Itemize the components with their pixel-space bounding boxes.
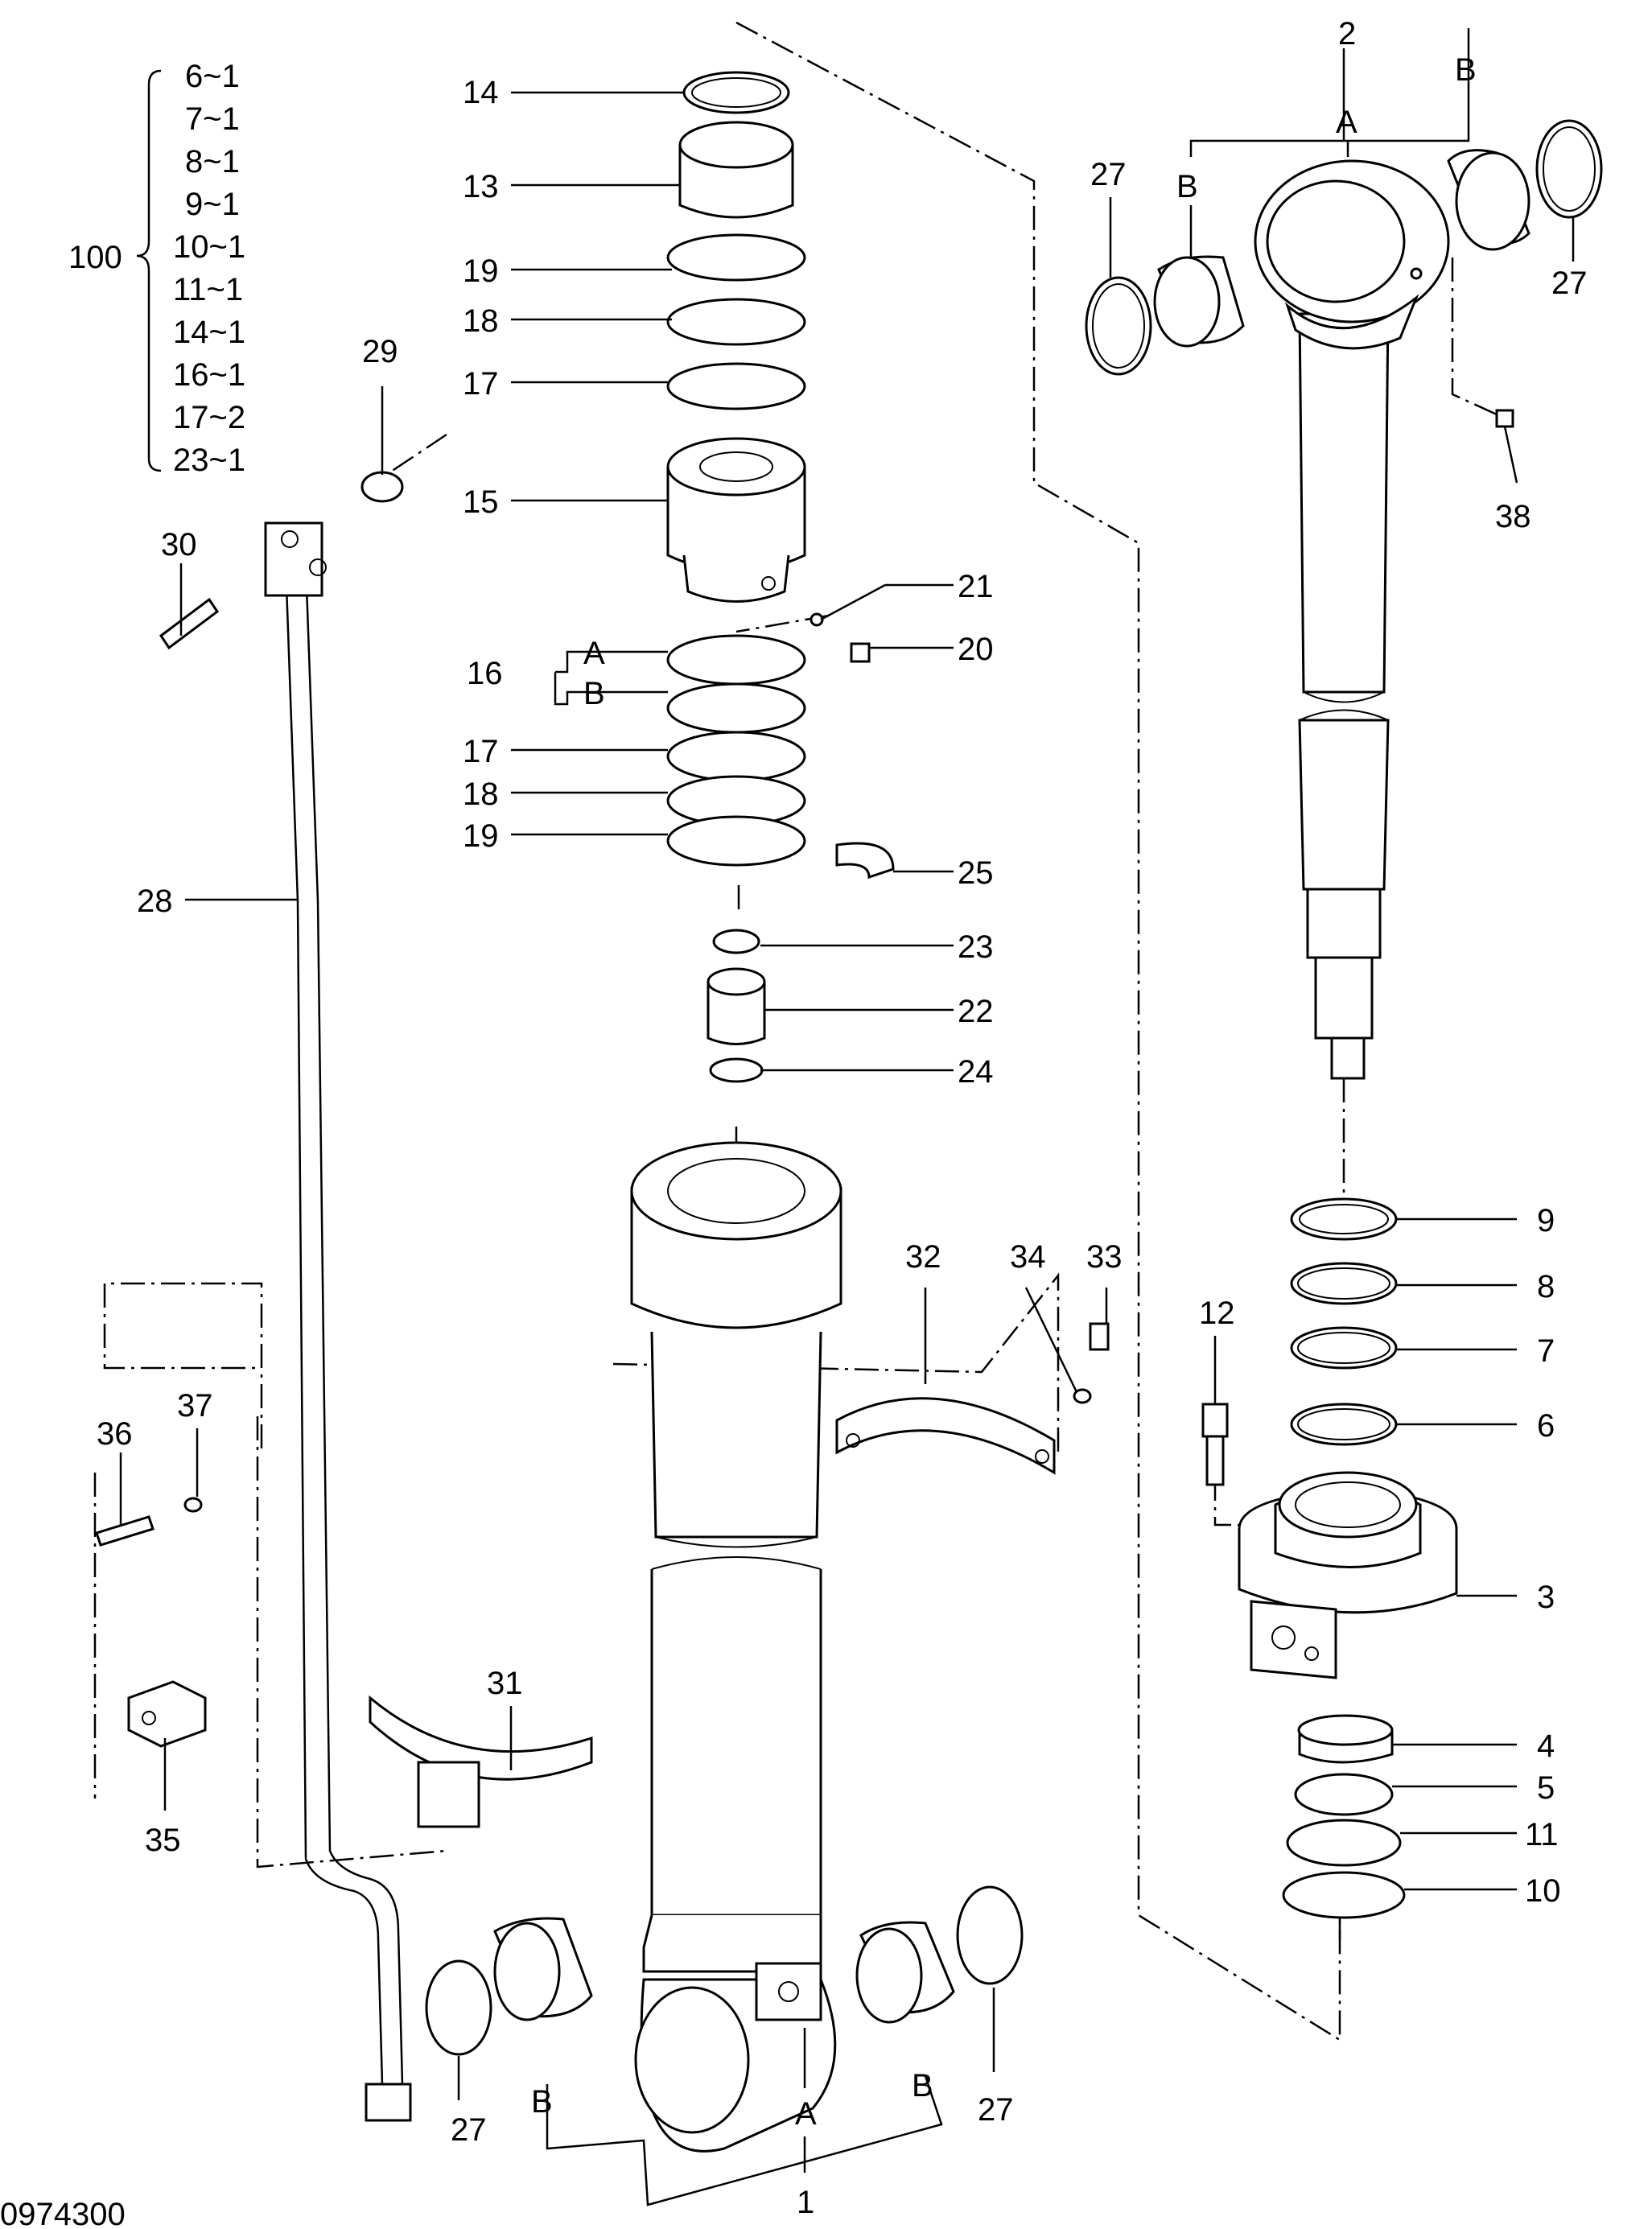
- kit-entry: 7~1: [185, 101, 240, 137]
- head-bolt: [1201, 1403, 1229, 1486]
- bolt-30: [159, 597, 220, 650]
- kit-entry: 23~1: [173, 443, 245, 478]
- eye-seal-right: [1535, 119, 1603, 219]
- kit-entry: 17~2: [173, 400, 245, 435]
- callout-7: 7: [1537, 1333, 1555, 1369]
- callout-18: 18: [463, 303, 499, 339]
- callout-19: 19: [463, 253, 499, 289]
- callout-3: 3: [1537, 1580, 1555, 1615]
- drawing-number: 0974300: [0, 2197, 126, 2229]
- callout-b-bottom-left: B: [531, 2084, 553, 2120]
- bottom-bushings: [425, 1885, 1024, 2056]
- callout-b-bottom-right: B: [912, 2068, 933, 2103]
- callout-30: 30: [161, 527, 197, 562]
- block-35: [127, 1680, 207, 1748]
- rod-eye: [1254, 159, 1450, 350]
- pipe: [264, 471, 412, 2122]
- callout-6: 6: [1537, 1408, 1555, 1444]
- grease-fitting: [1495, 409, 1514, 428]
- kit-entry: 6~1: [185, 59, 240, 94]
- kit-list: 100 6~1 7~1 8~1 9~1 10~1 11~1 14~1 16~1 …: [68, 59, 245, 478]
- callout-2b-right: B: [1455, 52, 1477, 88]
- callout-27-right: 27: [1551, 266, 1588, 301]
- cylinder-tube: [630, 1141, 842, 2153]
- callout-27-left: 27: [1090, 157, 1127, 192]
- piston-rod: [1298, 312, 1390, 1080]
- callout-20: 20: [958, 632, 994, 667]
- callout-19: 19: [463, 818, 499, 854]
- callout-34: 34: [1010, 1239, 1046, 1275]
- callout-11: 11: [1525, 1817, 1559, 1852]
- callout-25: 25: [958, 855, 994, 891]
- callout-9: 9: [1537, 1203, 1555, 1238]
- right-lower-stack: [1282, 1714, 1406, 1919]
- kit-entry: 11~1: [173, 272, 243, 307]
- callout-22: 22: [958, 994, 994, 1029]
- cylinder-head: [1238, 1471, 1458, 1679]
- callout-17: 17: [463, 366, 499, 402]
- callout-21: 21: [958, 569, 994, 604]
- callout-16b: B: [583, 676, 605, 711]
- center-stack: [666, 71, 895, 1083]
- bolt-36: [95, 1497, 203, 1547]
- callout-35: 35: [145, 1823, 181, 1858]
- callout-18: 18: [463, 777, 499, 812]
- callout-31: 31: [487, 1666, 523, 1701]
- kit-entry: 9~1: [185, 187, 240, 222]
- callout-2a: A: [1336, 105, 1357, 140]
- callout-2: 2: [1338, 16, 1356, 52]
- callout-24: 24: [958, 1054, 994, 1090]
- kit-number: 100: [68, 240, 122, 275]
- clamp-32: [835, 1397, 1056, 1475]
- right-seal-stack: [1290, 1197, 1398, 1446]
- callout-33: 33: [1086, 1239, 1123, 1275]
- eye-seal-left: [1085, 276, 1152, 376]
- callout-labels: 14 13 19 18 17 15 21 20 16 A B 17 18 19 …: [97, 16, 1588, 2220]
- callout-23: 23: [958, 929, 994, 965]
- leader-lines: [119, 28, 1575, 2206]
- callout-4: 4: [1537, 1728, 1555, 1764]
- eye-bushing-left: [1153, 255, 1245, 348]
- callout-5: 5: [1537, 1770, 1555, 1806]
- callout-29: 29: [362, 334, 398, 369]
- callout-27-bottom-left: 27: [451, 2112, 487, 2148]
- callout-32: 32: [905, 1239, 941, 1275]
- callout-15: 15: [463, 484, 499, 520]
- callout-28: 28: [137, 884, 173, 919]
- callout-14: 14: [463, 75, 499, 110]
- callout-36: 36: [97, 1416, 133, 1452]
- callout-12: 12: [1199, 1296, 1235, 1331]
- callout-8: 8: [1537, 1269, 1555, 1304]
- bolt-33: [1073, 1322, 1110, 1404]
- kit-entry: 8~1: [185, 144, 240, 179]
- callout-a-bottom: A: [795, 2096, 817, 2132]
- callout-13: 13: [463, 169, 499, 204]
- callout-27-bottom-right: 27: [978, 2092, 1014, 2128]
- eye-bushing-right: [1447, 149, 1530, 251]
- callout-1: 1: [797, 2185, 814, 2220]
- clamp-31: [369, 1695, 593, 1828]
- callout-16a: A: [583, 636, 605, 671]
- callout-16: 16: [467, 656, 503, 691]
- callout-10: 10: [1525, 1873, 1561, 1909]
- kit-entry: 10~1: [173, 229, 245, 265]
- callout-37: 37: [177, 1388, 213, 1424]
- callout-17: 17: [463, 734, 499, 769]
- callout-2b-left: B: [1176, 169, 1198, 204]
- kit-entry: 16~1: [173, 357, 245, 393]
- callout-38: 38: [1495, 499, 1531, 534]
- kit-entry: 14~1: [173, 315, 245, 350]
